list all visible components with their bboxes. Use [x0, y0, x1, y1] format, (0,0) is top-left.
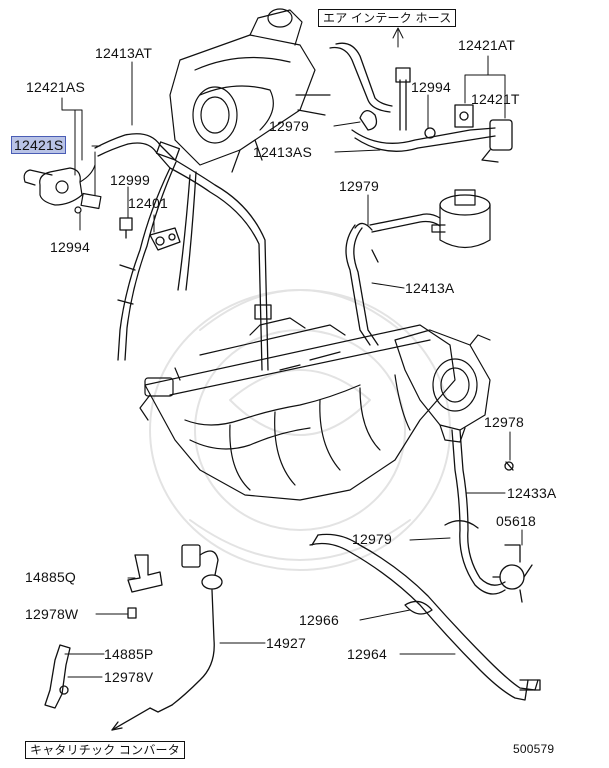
part-label-12433a[interactable]: 12433A: [507, 485, 557, 501]
left-hose-assembly: [94, 133, 272, 371]
upper-right-hoses: [329, 42, 513, 163]
part-label-12421as[interactable]: 12421AS: [26, 79, 86, 95]
note-air-intake-hose: エア インテーク ホース: [318, 9, 457, 27]
note-catalytic-converter: キャタリチック コンバータ: [25, 741, 185, 759]
part-label-12413as[interactable]: 12413AS: [253, 144, 313, 160]
part-label-12966[interactable]: 12966: [299, 612, 339, 628]
part-label-12421t[interactable]: 12421T: [471, 91, 520, 107]
part-label-12979-low[interactable]: 12979: [352, 531, 392, 547]
part-label-05618[interactable]: 05618: [496, 513, 536, 529]
part-label-12978[interactable]: 12978: [484, 414, 524, 430]
watermark-emblem: [149, 289, 451, 571]
part-label-12994-right[interactable]: 12994: [411, 79, 451, 95]
bottom-hose-12964: [309, 533, 541, 701]
part-label-12421at[interactable]: 12421AT: [458, 37, 516, 53]
middle-hose: [345, 213, 441, 346]
part-label-12413at[interactable]: 12413AT: [95, 45, 153, 61]
part-label-14885p[interactable]: 14885P: [104, 646, 154, 662]
leader-lines: [61, 27, 523, 678]
part-label-12421s-highlighted[interactable]: 12421S: [11, 136, 67, 154]
valve-upper-right: [431, 189, 491, 249]
part-label-14885q[interactable]: 14885Q: [25, 569, 77, 585]
part-label-12978v[interactable]: 12978V: [104, 669, 154, 685]
diagram-reference-number: 500579: [513, 742, 555, 756]
part-label-12964[interactable]: 12964: [347, 646, 387, 662]
solenoid-left: [23, 164, 102, 214]
lower-right-hose: [444, 429, 533, 603]
part-label-12978w[interactable]: 12978W: [25, 606, 79, 622]
intake-manifold: [139, 317, 456, 501]
part-label-12979-top[interactable]: 12979: [269, 118, 309, 134]
part-label-12979-mid[interactable]: 12979: [339, 178, 379, 194]
part-label-12994-left[interactable]: 12994: [50, 239, 90, 255]
part-label-12413a[interactable]: 12413A: [405, 280, 455, 296]
turbo-body: [169, 8, 331, 173]
part-label-12401[interactable]: 12401: [128, 195, 168, 211]
lower-left-parts: [44, 544, 223, 731]
part-label-14927[interactable]: 14927: [266, 635, 306, 651]
part-label-12999[interactable]: 12999: [110, 172, 150, 188]
